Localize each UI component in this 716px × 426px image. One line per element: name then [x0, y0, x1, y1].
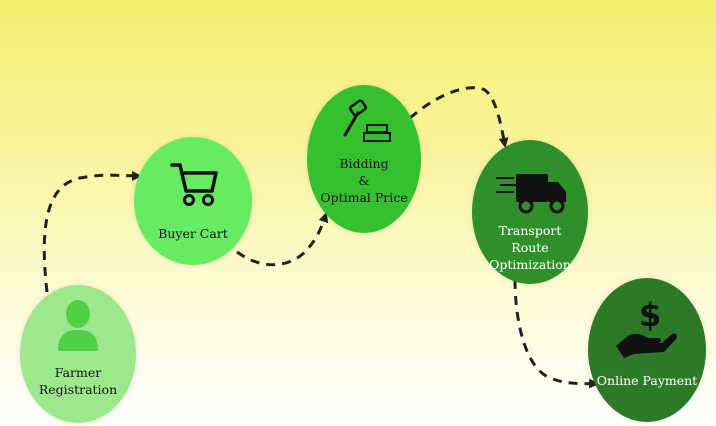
node-transport-route-optimization: Transport Route Optimization: [472, 140, 588, 284]
node-farmer-registration: Farmer Registration: [20, 285, 136, 423]
arrow-cart-to-bidding: [236, 212, 329, 267]
arrow-farmer-to-cart: [42, 170, 142, 293]
shopping-cart-icon: [170, 163, 218, 206]
auction-gavel-icon: [343, 99, 391, 142]
bidding-label-line2: &: [358, 173, 370, 188]
user-icon: [58, 300, 98, 351]
transport-label-line2: Route Optimization: [489, 240, 571, 272]
payment-label-line1: Online Payment: [596, 373, 698, 388]
transport-label: Transport Route Optimization: [472, 222, 588, 273]
svg-text:$: $: [639, 296, 661, 334]
arrow-transport-to-payment: [513, 279, 599, 389]
online-payment-label: Online Payment: [588, 372, 706, 389]
node-bidding-optimal-price: Bidding & Optimal Price: [307, 85, 421, 233]
farmer-label-line1: Farmer: [54, 365, 102, 380]
farmer-label-line2: Registration: [38, 382, 118, 397]
delivery-truck-icon: [496, 174, 566, 214]
bidding-label-line3: Optimal Price: [320, 190, 408, 205]
node-online-payment: $ Online Payment: [588, 278, 706, 422]
transport-label-line1: Transport: [498, 223, 562, 238]
farmer-registration-label: Farmer Registration: [20, 364, 136, 398]
node-buyer-cart: Buyer Cart: [134, 137, 252, 265]
cart-label-line1: Buyer Cart: [158, 226, 228, 241]
buyer-cart-label: Buyer Cart: [134, 225, 252, 242]
bidding-label-line1: Bidding: [339, 156, 389, 171]
hand-dollar-icon: $: [616, 296, 677, 358]
arrow-bidding-to-transport: [409, 86, 509, 148]
bidding-label: Bidding & Optimal Price: [307, 155, 421, 206]
